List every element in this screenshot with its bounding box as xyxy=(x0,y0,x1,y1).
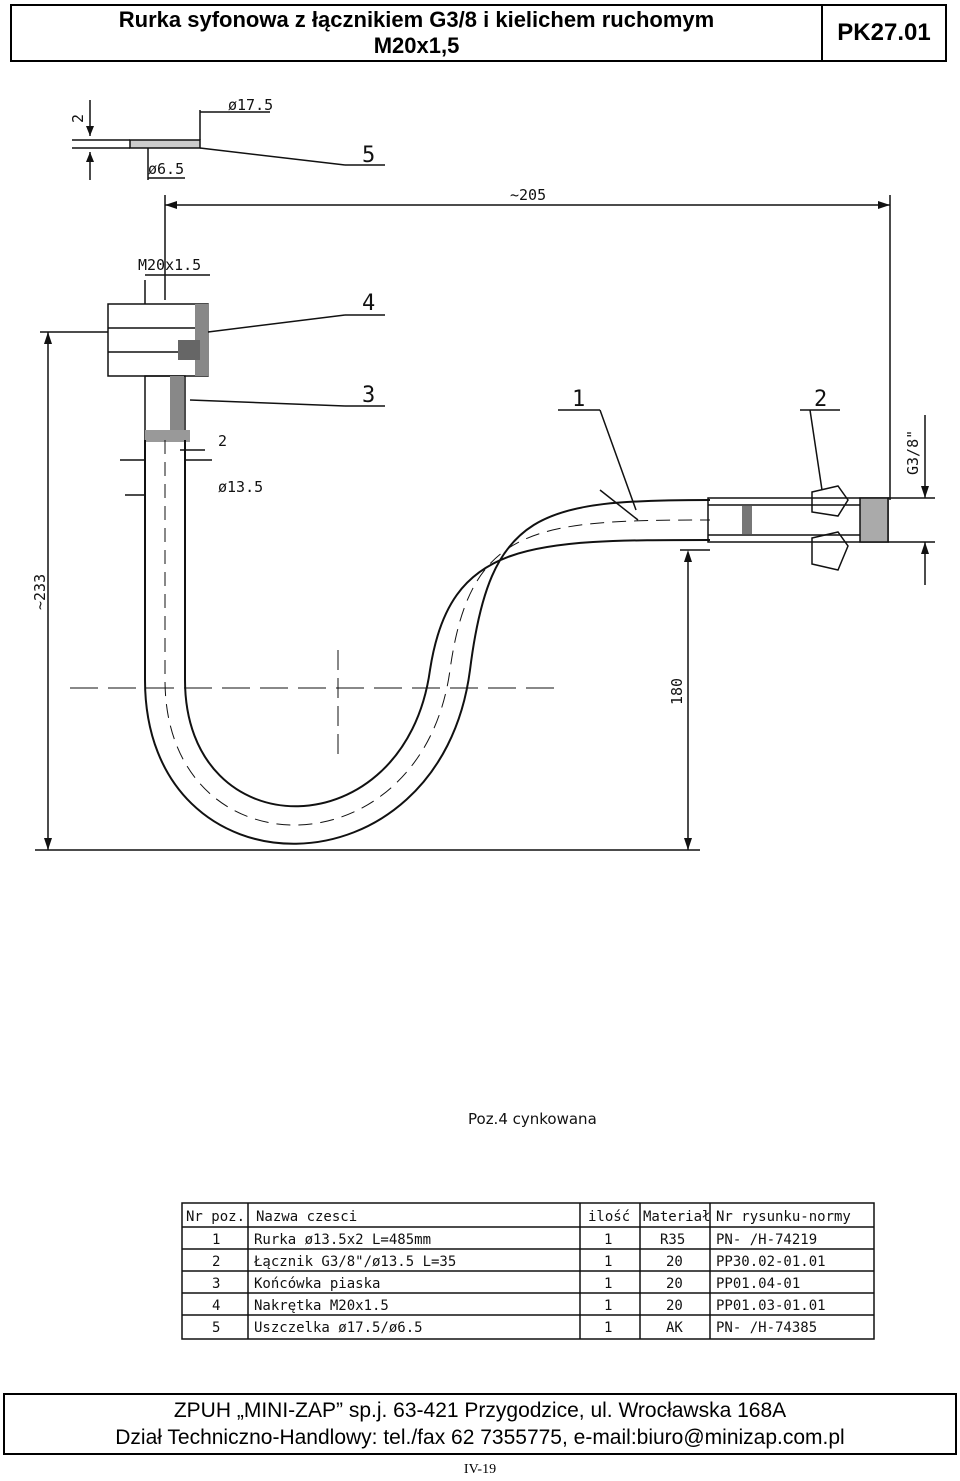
cell-2-1: Łącznik G3/8"/ø13.5 L=35 xyxy=(253,1254,456,1270)
cell-5-4: PN- /H-74385 xyxy=(716,1320,817,1336)
zinc-note: Poz.4 cynkowana xyxy=(468,1110,597,1128)
cell-3-1: Końcówka piaska xyxy=(254,1276,380,1292)
document-title: Rurka syfonowa z łącznikiem G3/8 i kieli… xyxy=(12,6,823,60)
page-number: IV-19 xyxy=(463,1462,497,1477)
cell-1-0: 1 xyxy=(212,1232,220,1248)
technical-drawing: 2 ø17.5 ø6.5 5 ~205 M20x1.5 4 3 1 2 2 ø1… xyxy=(0,70,960,1400)
title-block: Rurka syfonowa z łącznikiem G3/8 i kieli… xyxy=(10,4,947,62)
company-footer: ZPUH „MINI-ZAP” sp.j. 63-421 Przygodzice… xyxy=(3,1393,957,1455)
dim-d13-5: ø13.5 xyxy=(218,478,263,496)
cell-4-0: 4 xyxy=(212,1298,220,1314)
cell-2-4: PP30.02-01.01 xyxy=(716,1254,826,1270)
cell-1-2: 1 xyxy=(604,1232,612,1248)
thread-m20: M20x1.5 xyxy=(138,256,201,274)
cell-2-0: 2 xyxy=(212,1254,220,1270)
dim-d17-5: ø17.5 xyxy=(228,96,273,114)
dim-233: ~233 xyxy=(31,574,49,610)
footer-contact: Dział Techniczno-Handlowy: tel./fax 62 7… xyxy=(115,1426,845,1449)
callout-2: 2 xyxy=(814,387,827,412)
cell-4-4: PP01.03-01.01 xyxy=(716,1298,826,1314)
footer-address: ZPUH „MINI-ZAP” sp.j. 63-421 Przygodzice… xyxy=(173,1399,787,1422)
title-line-2: M20x1,5 xyxy=(373,33,460,58)
cell-3-2: 1 xyxy=(604,1276,612,1292)
th-ilosc: ilość xyxy=(588,1209,630,1225)
cell-5-2: 1 xyxy=(604,1320,612,1336)
cell-5-1: Uszczelka ø17.5/ø6.5 xyxy=(254,1320,423,1336)
dim-2-mid: 2 xyxy=(218,432,227,450)
cell-1-4: PN- /H-74219 xyxy=(716,1232,817,1248)
th-nr-rysunku: Nr rysunku-normy xyxy=(716,1209,851,1225)
thread-g3-8: G3/8" xyxy=(904,430,922,475)
product-code: PK27.01 xyxy=(837,19,931,46)
dim-180: 180 xyxy=(668,678,686,705)
cell-4-1: Nakrętka M20x1.5 xyxy=(254,1298,389,1314)
cell-5-3: AK xyxy=(666,1320,683,1336)
cell-3-4: PP01.04-01 xyxy=(716,1276,800,1292)
dim-2-top: 2 xyxy=(69,114,87,123)
cell-3-0: 3 xyxy=(212,1276,220,1292)
cell-1-1: Rurka ø13.5x2 L=485mm xyxy=(254,1232,431,1248)
parts-table: Nr poz. Nazwa czesci ilość Materiał Nr r… xyxy=(181,1202,875,1340)
th-nazwa: Nazwa czesci xyxy=(256,1209,357,1225)
title-line-1: Rurka syfonowa z łącznikiem G3/8 i kieli… xyxy=(118,7,715,32)
gasket-part xyxy=(129,139,201,149)
callout-1: 1 xyxy=(572,387,585,412)
th-material: Materiał xyxy=(643,1209,710,1225)
cell-4-2: 1 xyxy=(604,1298,612,1314)
cell-5-0: 5 xyxy=(212,1320,220,1336)
callout-3: 3 xyxy=(362,383,375,408)
dim-205: ~205 xyxy=(510,186,546,204)
dim-d6-5: ø6.5 xyxy=(148,160,184,178)
cell-1-3: R35 xyxy=(660,1232,685,1248)
cell-2-2: 1 xyxy=(604,1254,612,1270)
cell-4-3: 20 xyxy=(666,1298,683,1314)
cell-3-3: 20 xyxy=(666,1276,683,1292)
cell-2-3: 20 xyxy=(666,1254,683,1270)
th-nr-poz: Nr poz. xyxy=(186,1209,245,1225)
callout-5: 5 xyxy=(362,143,375,168)
callout-4: 4 xyxy=(362,291,375,316)
